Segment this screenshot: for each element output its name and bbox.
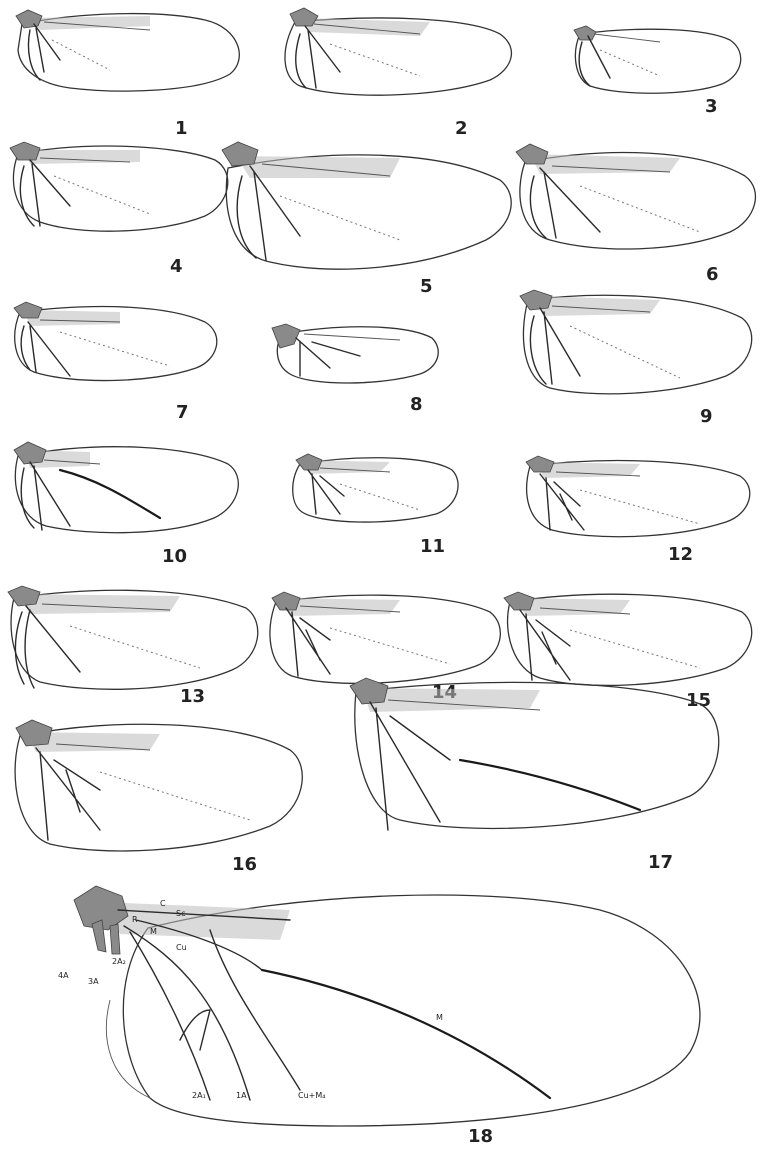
vein-label-2a2: 2A₂ <box>112 957 126 966</box>
wing-figure-9: 9 <box>520 290 752 427</box>
wing-figure-13: 13 <box>8 586 258 707</box>
vein-label-r: R <box>132 915 138 924</box>
wing-figure-17: 17 <box>350 678 719 873</box>
figure-label: 11 <box>420 536 445 557</box>
figure-label: 1 <box>175 118 188 139</box>
wing-figure-3: 3 <box>574 26 741 117</box>
figure-label: 4 <box>170 256 183 277</box>
wing-figure-8: 8 <box>272 324 438 415</box>
figure-label: 13 <box>180 686 205 707</box>
figure-label: 9 <box>700 406 713 427</box>
vein-label-1a: 1A <box>236 1091 247 1100</box>
figure-label: 10 <box>162 546 187 567</box>
vein-label-cu: Cu <box>176 943 187 952</box>
vein-label-cu-m4: Cu+M₄ <box>298 1091 325 1100</box>
vein-label-4a: 4A <box>58 971 69 980</box>
wing-figure-5: 5 <box>222 142 511 297</box>
wing-figure-15: 15 <box>504 592 752 711</box>
figure-label: 12 <box>668 544 693 565</box>
vein-label-sc: Sc <box>176 909 185 918</box>
figure-label: 8 <box>410 394 423 415</box>
wing-figure-1: 1 <box>16 10 239 139</box>
wing-figure-18: C Sc R M Cu 2A₂ 4A 3A M 2A₁ 1A Cu+M₄ 18 <box>58 886 700 1147</box>
figure-label: 16 <box>232 854 257 875</box>
vein-label-3a: 3A <box>88 977 99 986</box>
figure-label: 3 <box>705 96 718 117</box>
figure-label: 5 <box>420 276 433 297</box>
figure-label: 6 <box>706 264 719 285</box>
figure-label: 2 <box>455 118 468 139</box>
wing-figure-6: 6 <box>516 144 755 285</box>
wing-figure-10: 10 <box>14 442 238 567</box>
vein-label-m-lower: M <box>436 1013 443 1022</box>
wing-figure-16: 16 <box>15 720 302 875</box>
figure-label: 7 <box>176 402 189 423</box>
vein-label-c: C <box>160 899 166 908</box>
figure-label: 18 <box>468 1126 493 1147</box>
vein-label-2a1: 2A₁ <box>192 1091 206 1100</box>
wing-figure-7: 7 <box>14 302 217 423</box>
vein-label-m-upper: M <box>150 927 157 936</box>
wing-figure-12: 12 <box>526 456 750 565</box>
wing-figure-2: 2 <box>285 8 511 139</box>
figure-label: 17 <box>648 852 673 873</box>
wing-figure-4: 4 <box>10 142 228 277</box>
wing-figure-11: 11 <box>293 454 458 557</box>
